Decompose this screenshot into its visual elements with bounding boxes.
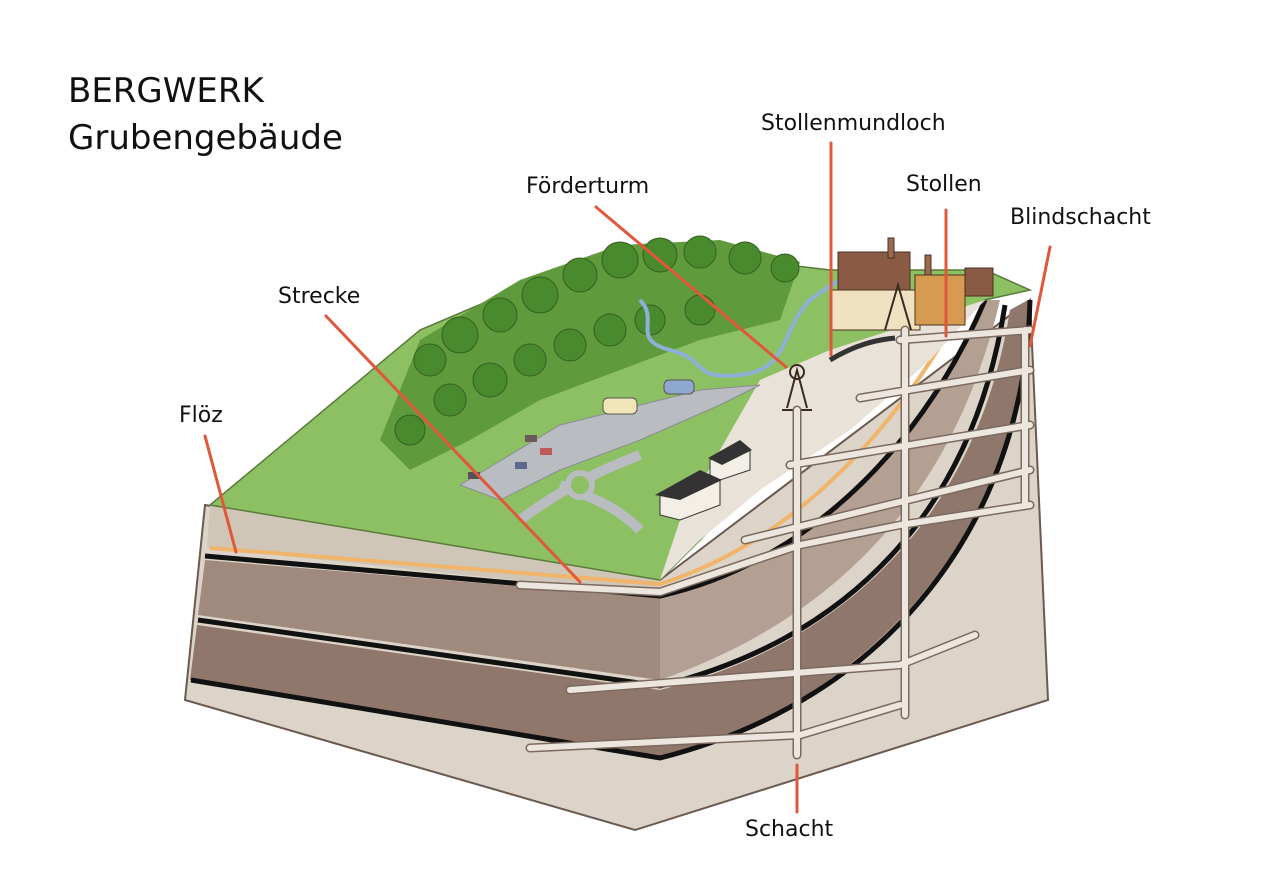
leader-lines [203, 141, 1052, 814]
leader-floez [203, 434, 238, 554]
leader-strecke [324, 314, 582, 584]
tunnel-system [515, 325, 1035, 760]
label-stollenmundloch: Stollenmundloch [761, 111, 946, 136]
label-strecke: Strecke [278, 284, 361, 309]
title-line-1: BERGWERK [68, 71, 264, 111]
label-foerderturm: Förderturm [526, 174, 650, 199]
label-schacht: Schacht [745, 817, 834, 842]
leader-blindschacht [1028, 245, 1052, 348]
leader-foerderturm [594, 205, 788, 369]
label-stollen: Stollen [906, 172, 982, 197]
mine-buildings [829, 237, 994, 331]
label-floez: Flöz [179, 403, 223, 428]
title-line-2: Grubengebäude [68, 118, 343, 158]
diagram-title: BERGWERK Grubengebäude [68, 68, 343, 162]
rock-block [183, 298, 1050, 832]
label-blindschacht: Blindschacht [1010, 205, 1151, 230]
